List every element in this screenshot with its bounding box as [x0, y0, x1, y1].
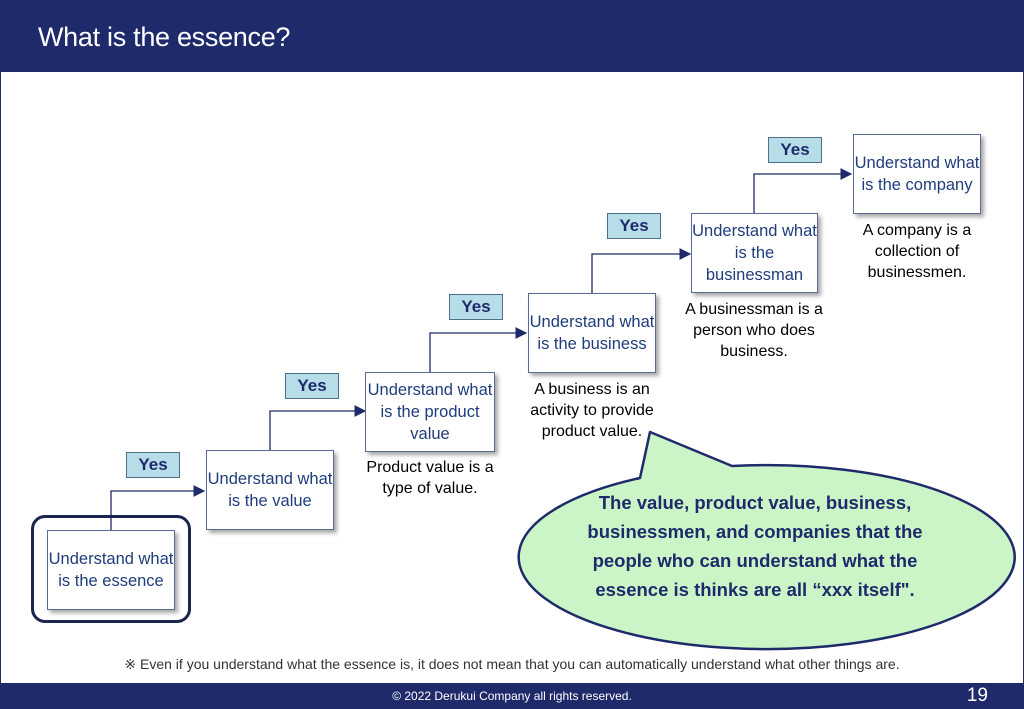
step-label-essence: Understand what is the essence: [48, 550, 174, 590]
connector-4: [591, 248, 692, 293]
connector-3: [429, 327, 528, 372]
copyright-text: © 2022 Derukui Company all rights reserv…: [392, 689, 632, 703]
description-company: A company is a collection of businessmen…: [862, 222, 972, 281]
step-box-business: Understand what is the business: [528, 293, 656, 373]
callout-text: The value, product value, business, busi…: [587, 492, 923, 600]
yes-label-4: Yes: [607, 213, 661, 239]
step-label-company: Understand what is the company: [854, 154, 980, 194]
speech-bubble: [517, 430, 1016, 651]
slide-title: What is the essence?: [38, 22, 291, 52]
description-businessman: A businessman is a person who does busin…: [685, 301, 823, 360]
yes-label-3: Yes: [449, 294, 503, 320]
slide-header: What is the essence?: [0, 0, 1024, 72]
yes-label-1: Yes: [126, 452, 180, 478]
essence-highlight-frame: [31, 515, 191, 623]
step-box-value: Understand what is the value: [206, 450, 334, 530]
step-box-product-value: Understand what is the product value: [365, 372, 495, 452]
connector-2: [269, 405, 367, 450]
step-box-businessman: Understand what is the businessman: [691, 213, 818, 293]
yes-label-2: Yes: [285, 373, 339, 399]
step-box-company: Understand what is the company: [853, 134, 981, 214]
step-label-product-value: Understand what is the product value: [367, 381, 493, 443]
yes-label-5: Yes: [768, 137, 822, 163]
slide-footer: © 2022 Derukui Company all rights reserv…: [0, 683, 1024, 709]
step-box-essence: Understand what is the essence: [47, 530, 175, 610]
step-label-value: Understand what is the value: [207, 470, 333, 510]
page-number: 19: [966, 685, 988, 706]
step-label-businessman: Understand what is the businessman: [692, 222, 817, 284]
connector-5: [753, 168, 853, 213]
description-business: A business is an activity to provide pro…: [530, 381, 654, 440]
footnote: ※ Even if you understand what the essenc…: [124, 656, 900, 672]
step-label-business: Understand what is the business: [529, 313, 655, 353]
description-product-value: Product value is a type of value.: [366, 459, 494, 497]
